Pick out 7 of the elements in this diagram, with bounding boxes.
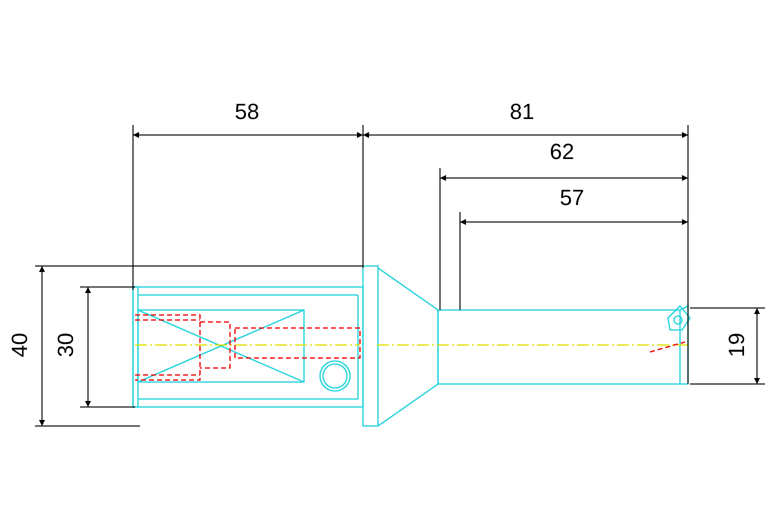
dimension-label: 81 — [510, 101, 534, 123]
dimension-label: 58 — [234, 101, 260, 123]
dimension-label: 62 — [550, 141, 574, 163]
dimension-label: 57 — [560, 187, 584, 209]
dimension-label: 40 — [9, 332, 31, 358]
dimension-label: 30 — [55, 332, 77, 358]
dimension-label: 19 — [726, 332, 748, 358]
